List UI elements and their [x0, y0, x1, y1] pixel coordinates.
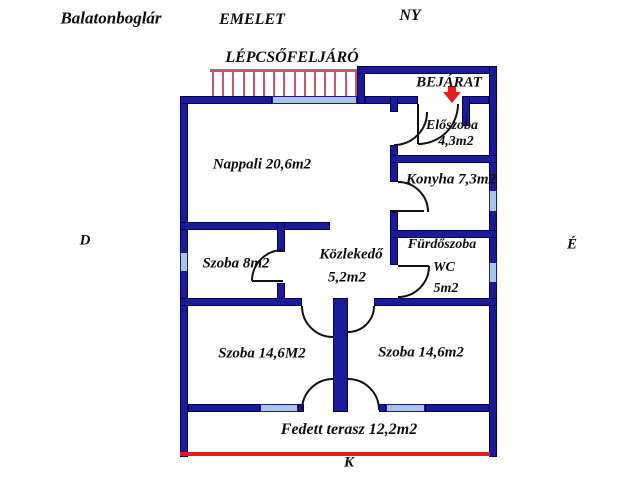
- wall: [489, 66, 497, 457]
- terasz-bal-door-arc: [301, 378, 334, 411]
- wall: [390, 155, 497, 163]
- stair-step-line: [273, 71, 275, 96]
- stair-step-line: [263, 71, 265, 96]
- label-terasz: Fedett terasz 12,2m2: [280, 421, 418, 438]
- window: [489, 190, 497, 212]
- wall: [180, 96, 188, 457]
- stair-step-line: [212, 71, 214, 96]
- stair-step-line: [243, 71, 245, 96]
- label-entrance: BEJÁRAT: [416, 74, 482, 91]
- label-eloszoba-area: 4,3m2: [438, 134, 474, 149]
- label-wc-area: 5m2: [433, 281, 459, 296]
- stair-step-line: [294, 71, 296, 96]
- stair-top-line: [210, 69, 357, 72]
- stair-step-line: [232, 71, 234, 96]
- wall: [180, 298, 302, 306]
- label-eloszoba: Előszoba: [425, 118, 479, 133]
- label-city: Balatonboglár: [60, 8, 162, 28]
- label-kozlekedo-area: 5,2m2: [328, 269, 366, 286]
- label-compass-ny: NY: [399, 7, 421, 24]
- label-szoba-bal: Szoba 14,6M2: [218, 345, 306, 362]
- wall: [180, 96, 272, 104]
- wall: [180, 222, 330, 230]
- window: [180, 252, 188, 272]
- stair-step-line: [324, 71, 326, 96]
- label-floor: EMELET: [219, 11, 285, 28]
- wall: [298, 404, 304, 412]
- furdoszoba-door-arc: [397, 265, 430, 298]
- label-szoba8: Szoba 8m2: [202, 255, 270, 272]
- stair-step-line: [253, 71, 255, 96]
- label-compass-d: D: [79, 232, 91, 249]
- terasz-jobb-door-arc: [347, 378, 380, 411]
- window: [272, 96, 357, 104]
- label-nappali: Nappali 20,6m2: [212, 156, 312, 173]
- wall: [390, 230, 497, 238]
- stair-step-line: [304, 71, 306, 96]
- label-furdoszoba: Fürdőszoba: [407, 237, 477, 252]
- wall: [390, 96, 398, 112]
- szoba-bal-door-arc: [301, 305, 334, 338]
- eloszoba-door-arc: [393, 111, 428, 146]
- wall: [374, 298, 497, 306]
- label-stairs-caption: LÉPCSŐFELJÁRÓ: [225, 49, 359, 66]
- wall: [357, 66, 497, 74]
- label-compass-e: É: [566, 236, 578, 253]
- szoba-jobb-door-arc: [347, 305, 375, 333]
- terrace-red-line: [180, 452, 490, 456]
- stair-step-line: [314, 71, 316, 96]
- window: [489, 262, 497, 283]
- wall: [379, 404, 386, 412]
- stair-step-line: [355, 71, 357, 96]
- stair-step-line: [334, 71, 336, 96]
- wall: [390, 145, 398, 182]
- wall: [390, 212, 398, 265]
- window: [386, 404, 425, 412]
- window: [260, 404, 298, 412]
- label-konyha: Konyha 7,3m2: [405, 171, 497, 188]
- label-kozlekedo: Közlekedő: [319, 246, 383, 263]
- wall: [333, 298, 348, 412]
- label-szoba-jobb: Szoba 14,6m2: [378, 344, 464, 361]
- stair-step-line: [283, 71, 285, 96]
- wall: [462, 96, 470, 126]
- wall: [188, 404, 260, 412]
- stair-step-line: [222, 71, 224, 96]
- stair-step-line: [345, 71, 347, 96]
- label-wc: WC: [433, 260, 455, 275]
- label-compass-k: K: [343, 454, 355, 471]
- wall: [277, 222, 285, 252]
- wall: [425, 404, 489, 412]
